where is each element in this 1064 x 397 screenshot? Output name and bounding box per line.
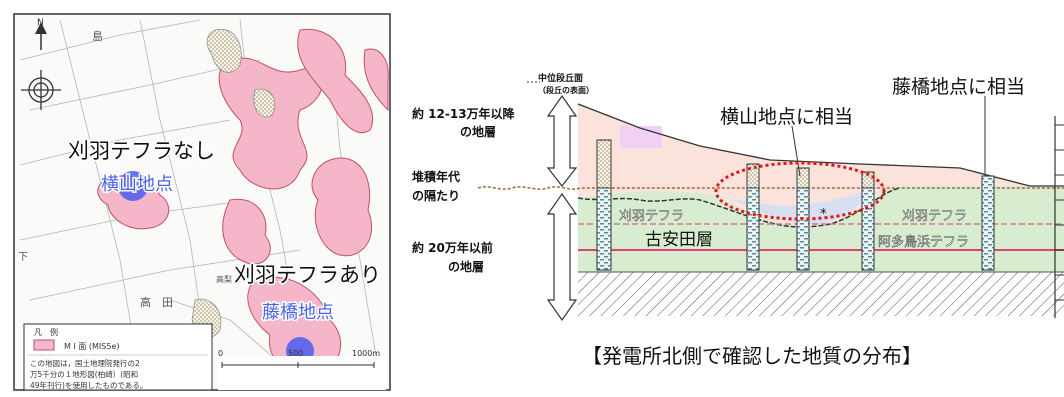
label-with-tephra: 刈羽テフラあり [234,263,381,287]
map-legend: 凡 例 M Ⅰ 面 (MIS5e) この地図は，国土地理院発行の2 万5千分の１… [23,323,213,391]
dotted-areas [191,28,276,338]
basement-hatch [578,272,1064,316]
geologic-cross-section: 中位段丘面 （段丘の表面） 約 12-13万年以降 の地層 堆積年代 の隔たり … [412,72,1064,368]
scale-end: 1000m [352,349,380,358]
map-place-shima: 島 [92,29,103,43]
borehole-columns [596,139,995,271]
terrace-top-label-1: 中位段丘面 [538,72,583,84]
north-label: N [37,18,44,28]
legend-note-2: 万5千分の１地形図(柏崎）(昭和 [30,369,138,379]
upper-strata-label-2: の地層 [460,124,496,139]
topographic-map: N 島 高 田 高梨 下 刈羽テフラなし 横山地点 刈羽テフラあり 藤橋地点 凡… [13,13,391,391]
borehole-5 [981,175,995,271]
scale-zero: 0 [218,349,223,358]
label-corresponds-yokoyama: 横山地点に相当 [720,106,853,128]
label-corresponds-fujihashi: 藤橋地点に相当 [892,76,1025,98]
terrace-top-label-2: （段丘の表面） [538,85,594,95]
highlight-ellipse [714,161,886,221]
upper-layer-purple-lens [620,126,662,148]
label-fujihashi: 藤橋地点 [262,302,334,323]
legend-title: 凡 例 [34,327,58,337]
right-depth-scale [1054,116,1064,318]
north-arrow: N [21,18,61,110]
arrow-upper [546,94,578,187]
legend-item: M Ⅰ 面 (MIS5e) [64,342,119,351]
legend-note-3: 49年刊行)を使用したものである。 [30,380,147,390]
scale-mid: 500 [288,349,303,358]
map-scale-bar: 0 500 1000m [218,349,386,390]
figure-caption: 【発電所北側で確認した地質の分布】 [582,344,922,368]
label-kariba-tephra-right: 刈羽テフラ [902,209,967,224]
lower-strata-label-1: 約 20万年以前 [412,240,493,255]
yokoyama-site-marker [118,171,148,201]
upper-strata-label-1: 約 12-13万年以降 [412,106,516,121]
asterisk-mark: * [820,207,827,222]
map-place-ka: 下 [18,252,28,263]
pointer-yokoyama [791,125,801,177]
lower-strata-label-2: の地層 [448,259,484,274]
terrace-mi-areas [97,28,389,377]
label-no-tephra: 刈羽テフラなし [68,139,215,163]
legend-swatch [33,339,55,351]
gap-label-1: 堆積年代 [412,169,460,184]
label-atoshima: 阿多鳥浜テフラ [878,234,969,250]
map-place-takada: 高 田 [140,295,173,309]
age-arrows [546,94,578,322]
gap-label-2: の隔たり [412,188,460,203]
map-place-takanashi: 高梨 [216,274,232,284]
label-yokoyama: 横山地点 [101,174,173,195]
label-kariba-tephra-left: 刈羽テフラ [619,209,684,224]
label-koyasuda: 古安田層 [645,230,713,250]
legend-note-1: この地図は，国土地理院発行の2 [30,358,140,368]
unconformity-line [477,186,1064,190]
arrow-lower [546,192,578,322]
erosion-surface-line [577,187,901,228]
